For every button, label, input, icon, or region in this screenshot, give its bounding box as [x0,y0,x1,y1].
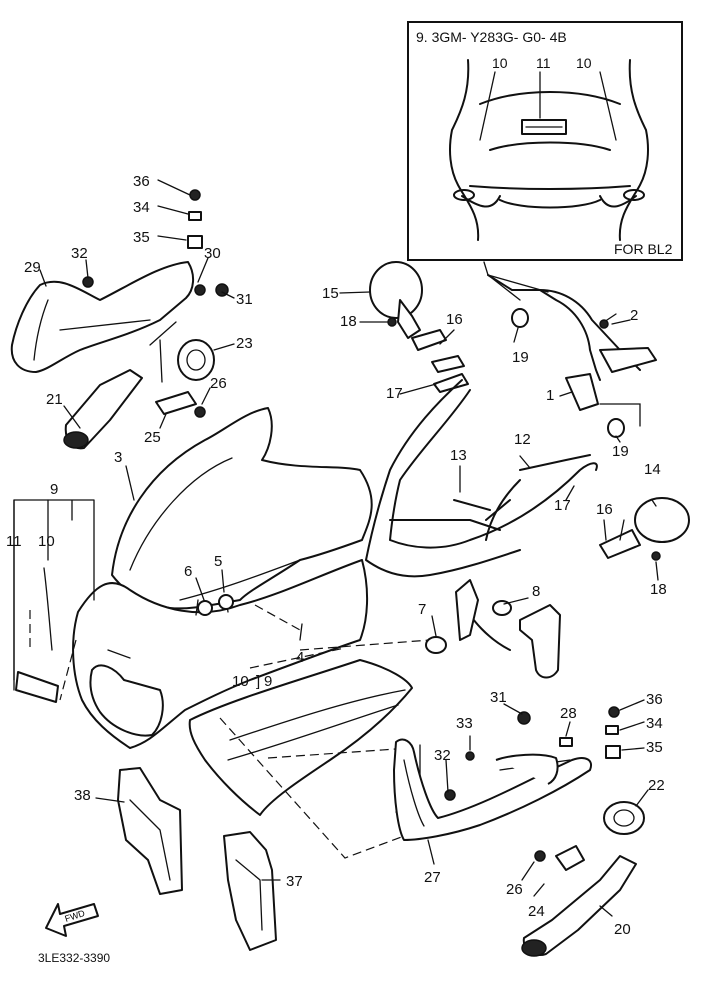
callout-27: 27 [424,869,441,886]
callout-19: 19 [512,349,529,366]
mirror-left [369,261,469,393]
left-duct-parts [10,189,229,450]
callout-36b: 36 [646,691,663,708]
callout-18b: 18 [650,581,667,598]
grommet-23 [177,339,215,381]
callout-labels: 36 34 35 32 29 30 31 23 26 21 25 3 9 11 … [6,173,667,938]
inner-panels [117,767,277,951]
upper-bracket-right [483,261,657,438]
callout-31b: 31 [490,689,507,706]
grommet-22 [603,801,645,835]
callout-28: 28 [560,705,577,722]
windscreen-assembly [72,407,413,816]
callout-32: 32 [71,245,88,262]
inset-note: FOR BL2 [614,241,673,257]
callout-26b: 26 [506,881,523,898]
callout-35: 35 [133,229,150,246]
right-duct-parts [521,801,645,957]
side-decal-group [13,499,95,703]
callout-8: 8 [532,583,540,600]
callout-11: 11 [6,533,22,550]
callout-17: 17 [386,385,403,402]
callout-36: 36 [133,173,150,190]
air-duct-29 [10,261,194,373]
callout-34: 34 [133,199,150,216]
stay-frame [365,379,598,578]
inset-label-10-right: 10 [576,55,592,71]
inset-lower-cowl [461,195,637,209]
assembly-lines [29,604,431,859]
mirror-right [599,497,690,561]
callout-25: 25 [144,429,161,446]
callout-4: 4 [296,649,304,666]
fairing-stay [365,379,598,679]
callout-33: 33 [456,715,473,732]
callout-38: 38 [74,787,91,804]
callout-35b: 35 [646,739,663,756]
callout-29: 29 [24,259,41,276]
callout-26: 26 [210,375,227,392]
callout-22: 22 [648,777,665,794]
callout-19b: 19 [612,443,629,460]
stay-bracket-lower [519,604,561,679]
inset-fairing-outline [449,59,649,241]
bracket-25 [155,391,197,415]
callout-bracket-9: 9 [50,481,58,498]
inner-panel-37 [223,831,277,951]
callout-23: 23 [236,335,253,352]
callout-6: 6 [184,563,192,580]
callout-3: 3 [114,449,122,466]
callout-17b: 17 [554,497,571,514]
decal-11 [15,671,59,703]
inset-windscreen [469,91,631,190]
sub-ref-brace: ] [256,673,260,690]
callout-10: 10 [38,533,55,550]
mirror-15 [369,261,423,319]
callout-10-sub: 10 [232,673,249,690]
inset-panel: 9. 3GM- Y283G- G0- 4B 10 11 10 FOR BL2 [407,21,683,261]
callout-sub-9: 9 [264,673,272,690]
callout-5: 5 [214,553,222,570]
callout-13: 13 [450,447,467,464]
headlight-lens [89,664,164,737]
callout-18: 18 [340,313,357,330]
callout-37: 37 [286,873,303,890]
callout-24: 24 [528,903,545,920]
inset-title: 9. 3GM- Y283G- G0- 4B [416,29,567,45]
mirror-14 [634,497,690,543]
leader-lines [39,179,659,917]
callout-7: 7 [418,601,426,618]
inset-label-11: 11 [536,55,551,71]
callout-16: 16 [446,311,463,328]
callout-31: 31 [236,291,253,308]
callout-12: 12 [514,431,531,448]
callout-14: 14 [644,461,661,478]
callout-30: 30 [204,245,221,262]
lower-cowl-27 [393,738,592,841]
callout-34b: 34 [646,715,663,732]
callout-21: 21 [46,391,63,408]
bracket-1 [487,274,641,381]
callout-1: 1 [546,387,554,404]
fwd-arrow: FWD [45,903,99,937]
callout-20: 20 [614,921,631,938]
callout-15: 15 [322,285,339,302]
footer-code: 3LE332-3390 [38,951,110,965]
callout-32b: 32 [434,747,451,764]
callout-2: 2 [630,307,638,324]
lower-cowl [393,706,621,841]
callout-16b: 16 [596,501,613,518]
inner-panel-38 [117,767,183,895]
inset-label-10-left: 10 [492,55,508,71]
bracket-24 [555,845,585,871]
